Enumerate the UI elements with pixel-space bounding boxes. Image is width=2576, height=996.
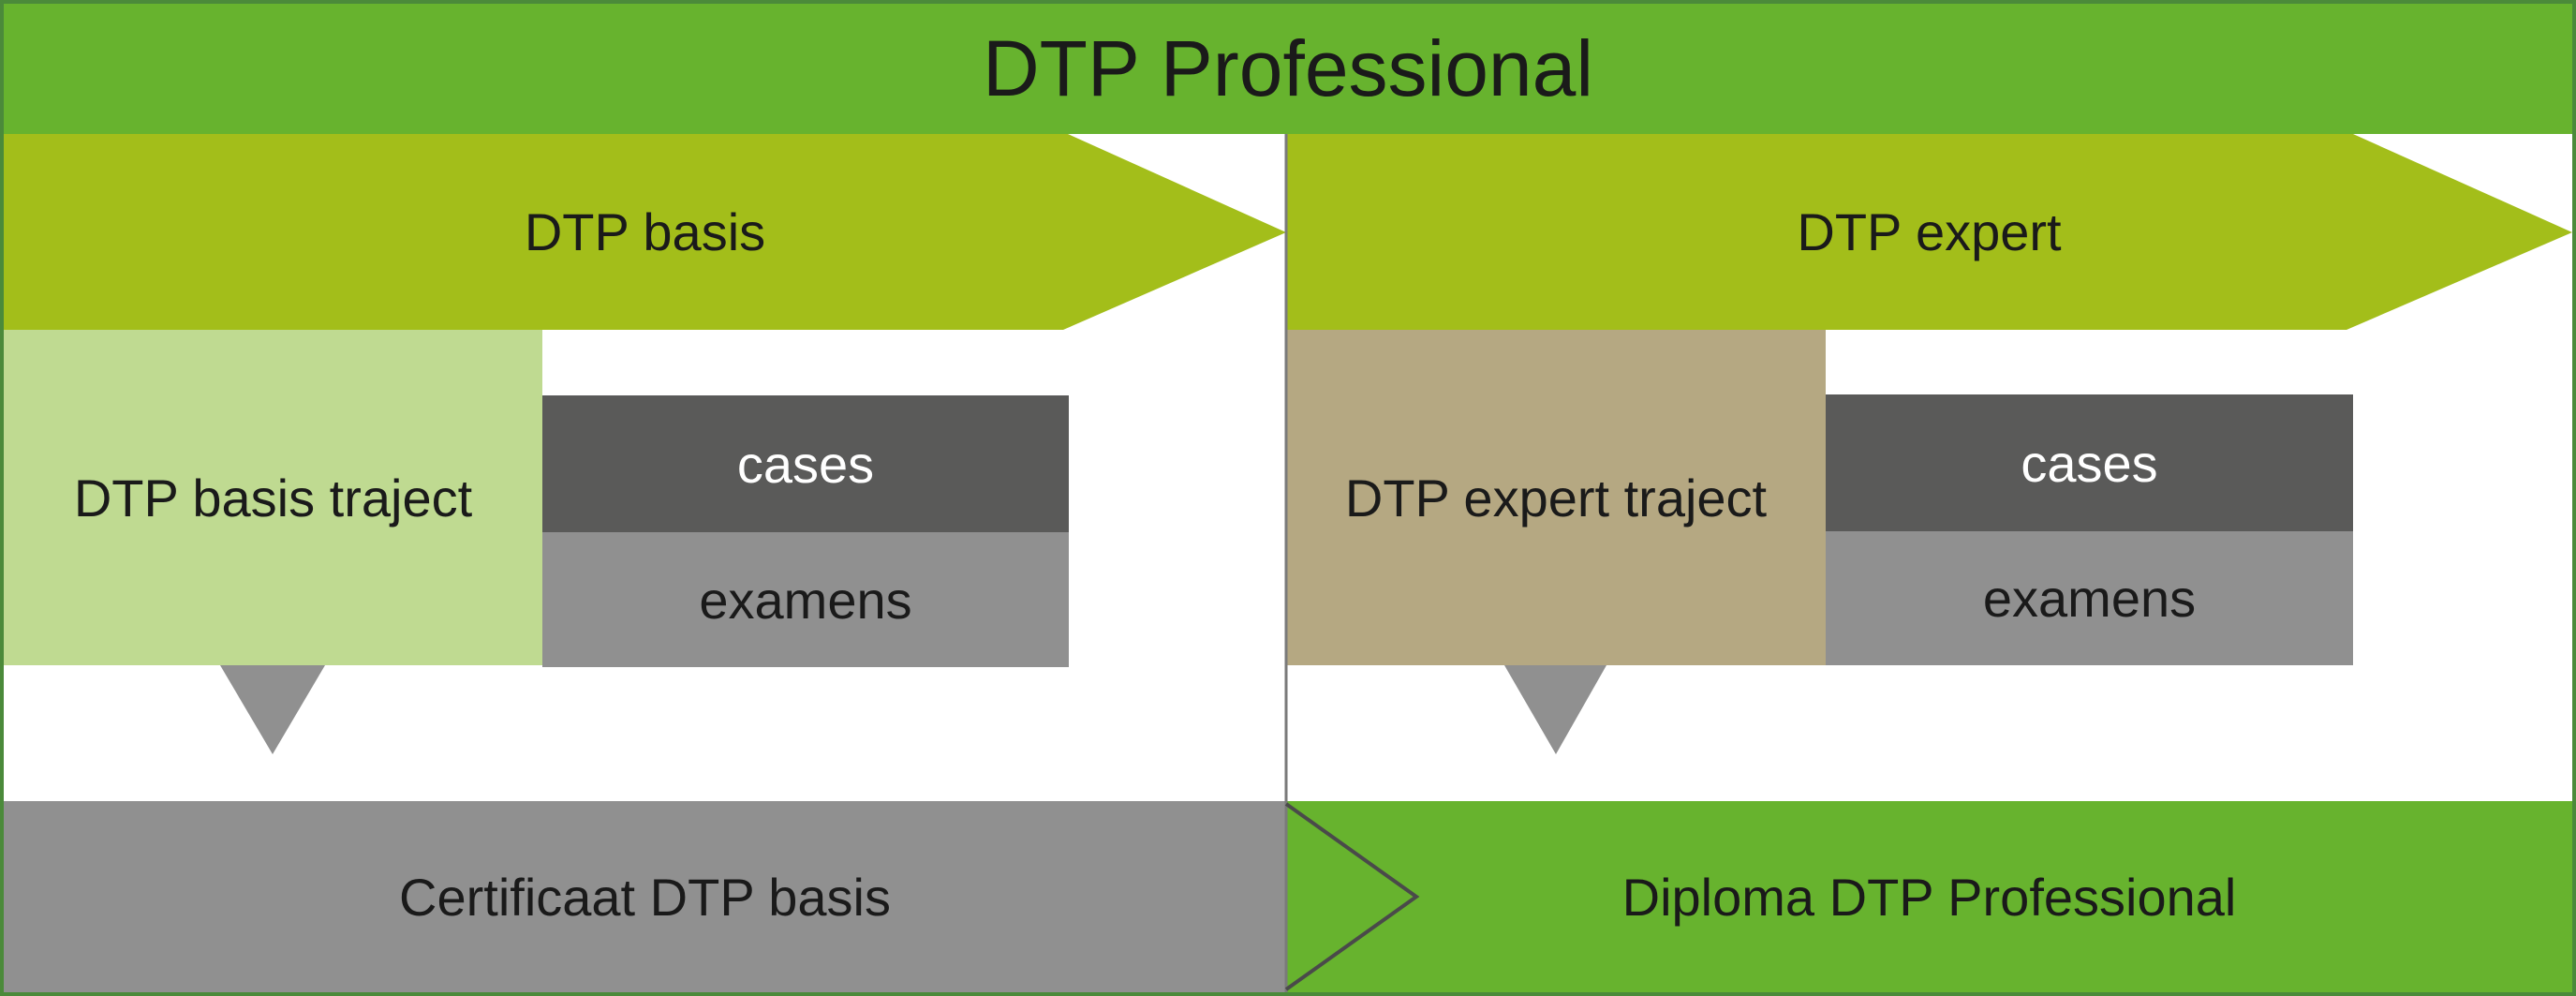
certificate-box: Certificaat DTP basis — [4, 801, 1286, 992]
expert-examens-box: examens — [1826, 531, 2353, 665]
expert-cases-label: cases — [2021, 433, 2158, 493]
basis-arrow-shape — [4, 134, 1286, 330]
expert-traject-box: DTP expert traject — [1286, 330, 1826, 665]
basis-down-pointer — [220, 665, 325, 754]
expert-arrow-label: DTP expert — [1797, 202, 2062, 261]
basis-cases-box: cases — [542, 395, 1069, 532]
diploma-label: Diploma DTP Professional — [1621, 867, 2237, 927]
diploma-box: Diploma DTP Professional — [1286, 801, 2572, 992]
transition-chevron — [1284, 802, 1420, 991]
basis-examens-box: examens — [542, 532, 1069, 667]
basis-cases-label: cases — [736, 434, 875, 494]
expert-down-pointer — [1504, 665, 1606, 754]
basis-traject-box: DTP basis traject — [4, 330, 542, 665]
basis-arrow: DTP basis — [4, 134, 1286, 330]
expert-arrow: DTP expert — [1286, 134, 2572, 330]
expert-examens-label: examens — [1982, 569, 2197, 628]
basis-examens-label: examens — [699, 570, 912, 630]
basis-arrow-label: DTP basis — [524, 202, 766, 261]
expert-arrow-shape — [1286, 134, 2572, 330]
basis-traject-label: DTP basis traject — [73, 468, 473, 528]
expert-cases-box: cases — [1826, 394, 2353, 531]
certificate-label: Certificaat DTP basis — [399, 867, 891, 927]
program-title: DTP Professional — [982, 24, 1594, 112]
expert-traject-label: DTP expert traject — [1344, 468, 1768, 528]
program-title-bar: DTP Professional — [4, 4, 2572, 134]
